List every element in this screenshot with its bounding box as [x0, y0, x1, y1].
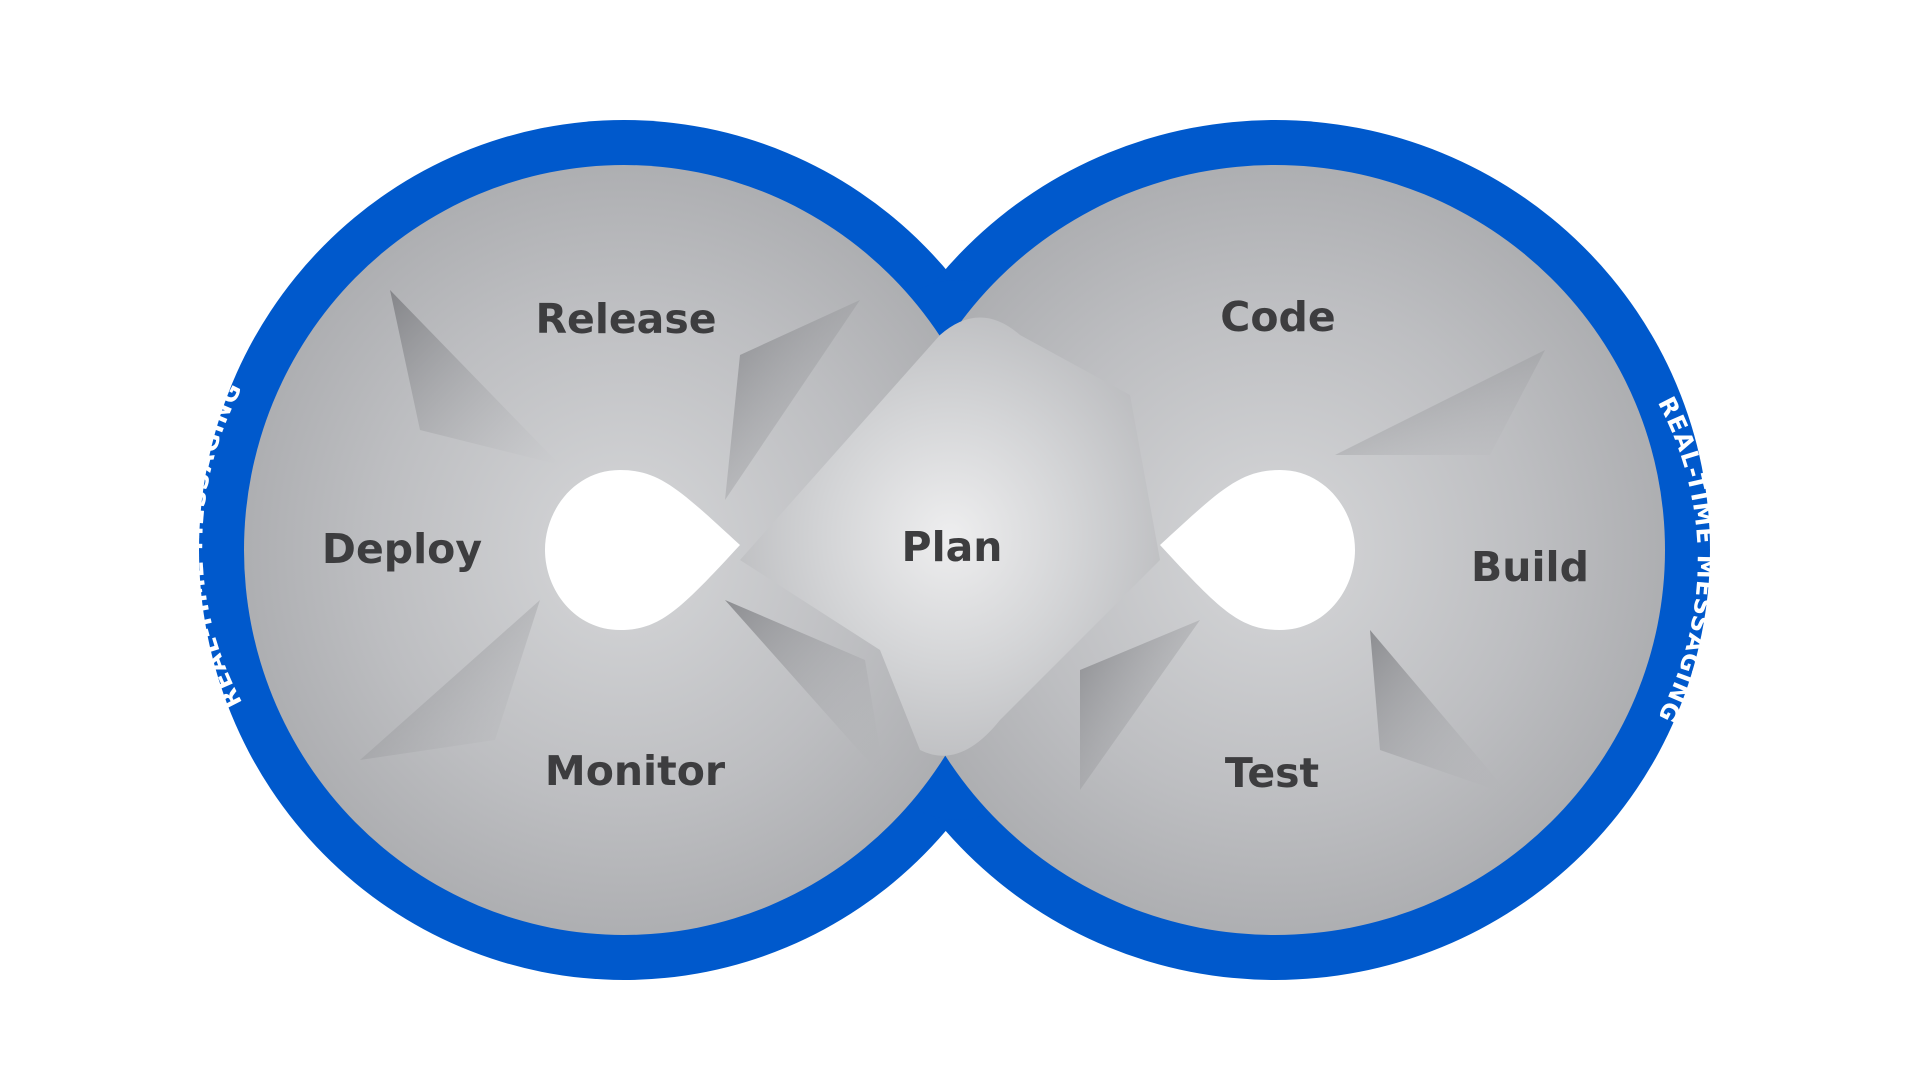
wedge-code	[1335, 350, 1545, 455]
stage-deploy: Deploy	[322, 525, 482, 573]
wedge-release-left	[390, 290, 560, 465]
stage-labels: Plan Code Build Test Release Deploy Moni…	[322, 293, 1589, 797]
center-band	[740, 317, 1160, 756]
shading-wedges	[360, 290, 1545, 795]
wedge-test	[1080, 620, 1200, 790]
left-hole	[545, 470, 740, 630]
stage-plan: Plan	[902, 523, 1003, 571]
wedge-monitor	[725, 600, 885, 780]
right-hole	[1160, 470, 1355, 630]
wedge-build	[1370, 630, 1510, 795]
stage-build: Build	[1471, 543, 1589, 591]
stage-monitor: Monitor	[545, 747, 726, 795]
stage-code: Code	[1220, 293, 1335, 341]
wedge-deploy	[360, 600, 540, 760]
loop-holes	[545, 470, 1355, 630]
wedge-release-right	[725, 300, 860, 500]
stage-test: Test	[1225, 749, 1319, 797]
stage-release: Release	[535, 295, 716, 343]
